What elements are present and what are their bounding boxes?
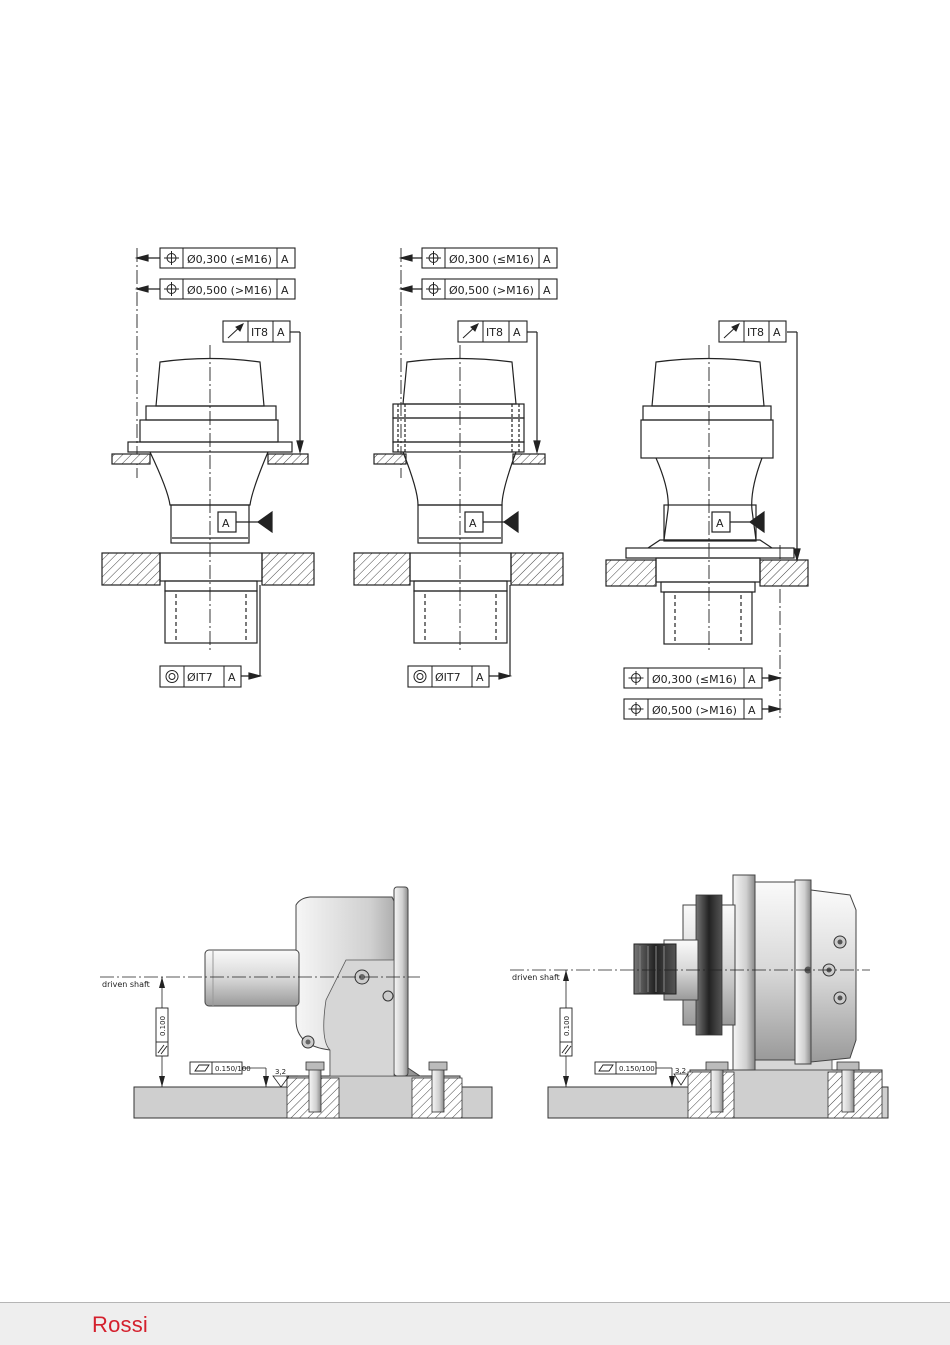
technical-drawings: Ø0,300 (≤M16) A Ø0,500 (>M16) A IT8 A A … (0, 0, 950, 1300)
roughness-label: 3,2 (275, 1068, 286, 1076)
installation-drawing-right (510, 875, 888, 1118)
svg-text:0.150/100: 0.150/100 (215, 1065, 251, 1073)
svg-text:Ø0,500 (>M16): Ø0,500 (>M16) (449, 284, 534, 297)
frame-position-large-2: Ø0,500 (>M16) A (422, 279, 557, 299)
frame-position-large-3: Ø0,500 (>M16) A (624, 699, 762, 719)
svg-text:IT8: IT8 (486, 326, 503, 339)
vertical-tolerance-frame-1: 0.100 (156, 1008, 168, 1056)
svg-text:0.150/100: 0.150/100 (619, 1065, 655, 1073)
vertical-tolerance-frame-2: 0.100 (560, 1008, 572, 1056)
svg-text:IT8: IT8 (747, 326, 764, 339)
installation-drawing-left (100, 887, 492, 1118)
svg-text:Ø0,500 (>M16): Ø0,500 (>M16) (652, 704, 737, 717)
svg-text:A: A (228, 671, 236, 684)
frame-concentricity-1: ØIT7 A (160, 666, 241, 687)
drawing-flange-mounted (102, 248, 314, 679)
svg-text:Ø0,300 (≤M16): Ø0,300 (≤M16) (449, 253, 534, 266)
frame-concentricity-2: ØIT7 A (408, 666, 489, 687)
datum-label: A (716, 517, 724, 530)
frame-position-small-3: Ø0,300 (≤M16) A (624, 668, 762, 688)
svg-text:ØIT7: ØIT7 (435, 671, 461, 684)
svg-text:A: A (748, 704, 756, 717)
svg-text:A: A (543, 284, 551, 297)
driven-shaft-label: driven shaft (512, 973, 560, 982)
frame-position-small-1: Ø0,300 (≤M16) A (160, 248, 295, 268)
svg-text:A: A (513, 326, 521, 339)
svg-text:A: A (543, 253, 551, 266)
frame-runout-1: IT8 A (223, 321, 290, 342)
svg-text:A: A (476, 671, 484, 684)
rossi-logo: Rossi (92, 1312, 148, 1338)
datum-label: A (469, 517, 477, 530)
svg-text:0.100: 0.100 (159, 1016, 167, 1036)
svg-text:A: A (281, 253, 289, 266)
roughness-label: 3,2 (675, 1067, 686, 1075)
datum-label: A (222, 517, 230, 530)
svg-text:IT8: IT8 (251, 326, 268, 339)
svg-text:A: A (773, 326, 781, 339)
drawing-foot-mounted (606, 332, 808, 718)
drawing-flange-bolted (354, 248, 563, 679)
svg-text:A: A (748, 673, 756, 686)
svg-text:0.100: 0.100 (563, 1016, 571, 1036)
svg-text:Ø0,300 (≤M16): Ø0,300 (≤M16) (187, 253, 272, 266)
svg-text:A: A (281, 284, 289, 297)
frame-position-large-1: Ø0,500 (>M16) A (160, 279, 295, 299)
flatness-frame-1: 0.150/100 (190, 1062, 251, 1074)
driven-shaft-label: driven shaft (102, 980, 150, 989)
svg-text:Ø0,300 (≤M16): Ø0,300 (≤M16) (652, 673, 737, 686)
frame-runout-3: IT8 A (719, 321, 786, 342)
svg-text:A: A (277, 326, 285, 339)
frame-position-small-2: Ø0,300 (≤M16) A (422, 248, 557, 268)
svg-text:Ø0,500 (>M16): Ø0,500 (>M16) (187, 284, 272, 297)
page-footer: Rossi (0, 1302, 950, 1345)
svg-text:ØIT7: ØIT7 (187, 671, 213, 684)
flatness-frame-2: 0.150/100 (595, 1062, 656, 1074)
frame-runout-2: IT8 A (458, 321, 527, 342)
